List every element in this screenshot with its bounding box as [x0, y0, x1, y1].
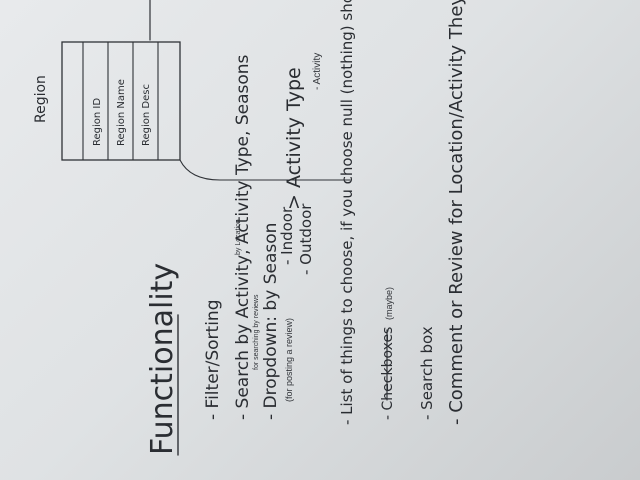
item-search-by: - Search by Activity, Activity Type, Sea… [233, 54, 253, 420]
item-list-things: - List of things to choose, if you choos… [338, 0, 356, 425]
item-dropdown-target: > Activity Type [283, 67, 305, 210]
region-field-desc: Region Desc [141, 84, 152, 146]
item-filter-sorting: - Filter/Sorting [203, 299, 223, 420]
item-dropdown-outdoor: - Outdoor [297, 203, 315, 275]
item-search-note-2: by Location [235, 219, 242, 255]
item-dropdown: - Dropdown: by Season [261, 223, 281, 420]
region-field-id: Region ID [92, 98, 103, 146]
region-field-name: Region Name [116, 79, 127, 146]
item-checkboxes: - Checkboxes [380, 327, 396, 420]
item-search-box: - Search box [418, 326, 436, 420]
item-dropdown-note: (for posting a review) [284, 318, 294, 402]
region-table-title: Region [33, 75, 49, 123]
board-title: Functionality [145, 263, 180, 455]
item-dropdown-sub: - Activity [312, 53, 323, 90]
item-dropdown-indoor: - Indoor [278, 206, 296, 265]
item-search-note-1: for searching by reviews [253, 294, 260, 370]
region-table [61, 41, 351, 181]
region-table-outline [61, 41, 181, 161]
item-comment-review: - Comment or Review for Location/Activit… [446, 0, 467, 425]
item-checkboxes-note: (maybe) [384, 287, 394, 320]
